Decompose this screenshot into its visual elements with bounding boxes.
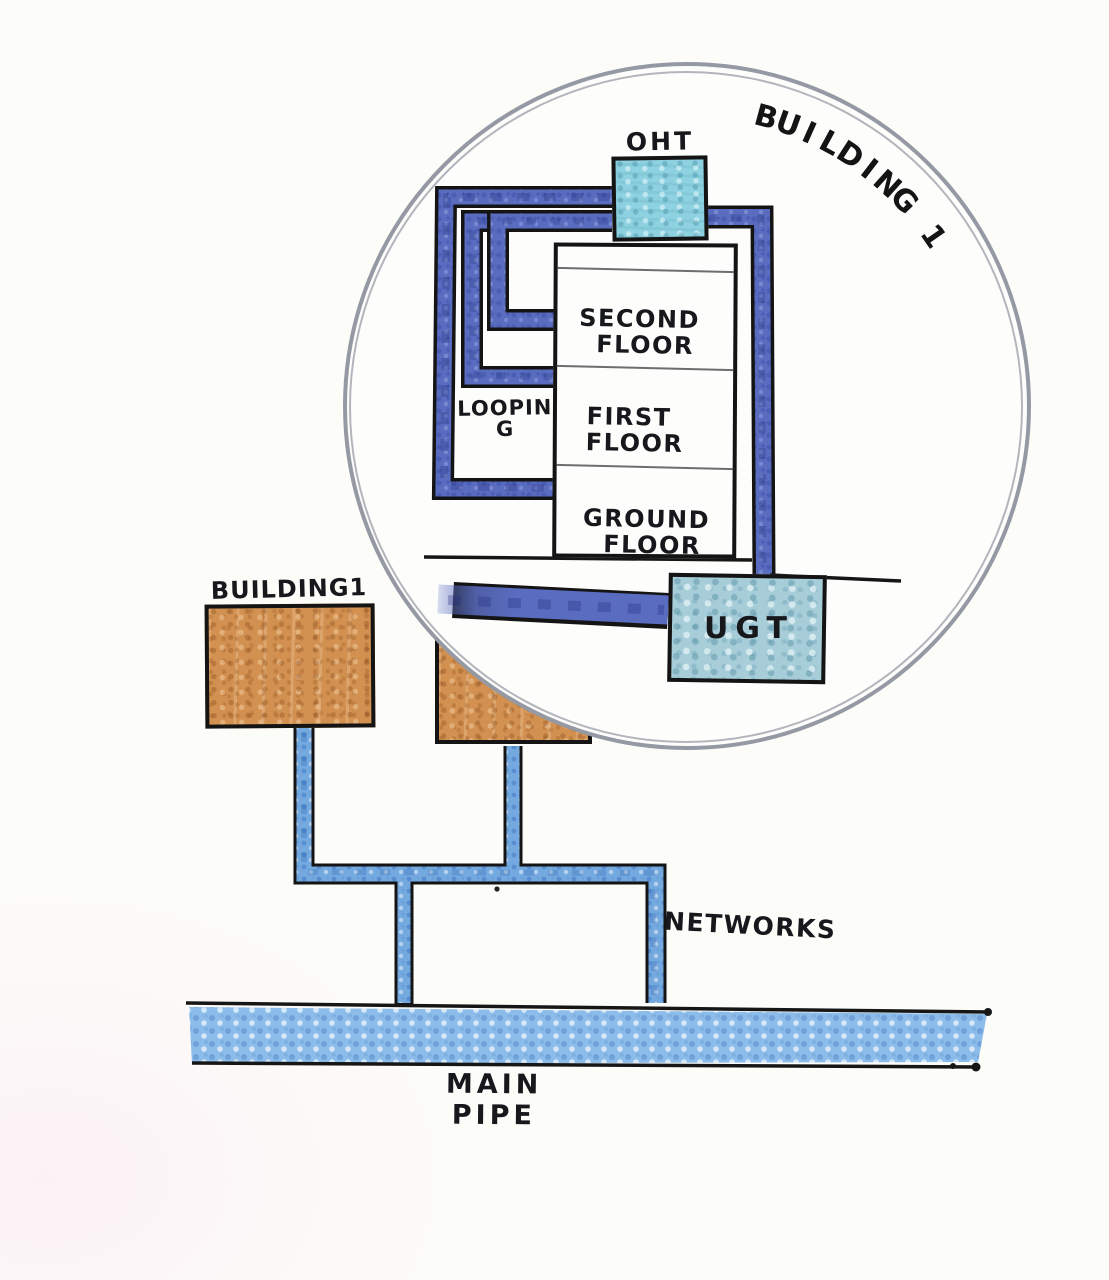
second-floor-line2: FLOOR <box>596 330 695 361</box>
first-floor-label: FIRST FLOOR <box>540 402 717 458</box>
roof-divider-line <box>556 266 735 274</box>
oht-label: OHT <box>625 126 695 157</box>
building1-box <box>204 603 376 729</box>
ground-floor-label: GROUND FLOOR <box>558 503 735 561</box>
main-pipe-band <box>189 1007 987 1064</box>
floors-building: SECOND FLOOR FIRST FLOOR GROUND FLOOR <box>551 242 738 561</box>
main-pipe <box>185 1001 992 1072</box>
oht-ugt-riser-pipe <box>701 205 776 578</box>
looping-label: LOOPIN G <box>454 395 557 442</box>
ugt-label: UGT <box>704 610 794 647</box>
first-floor-line2: FLOOR <box>585 428 684 459</box>
ground-floor-line1: GROUND <box>582 503 711 535</box>
ugt-supply-pipe <box>437 582 669 629</box>
oht-tank <box>611 155 709 242</box>
ground-floor-line2: FLOOR <box>602 530 702 561</box>
first-floor-line1: FIRST <box>586 402 672 432</box>
ground-lines <box>423 555 902 583</box>
magnifier-circle-inner-stroke <box>349 71 1023 743</box>
main-pipe-label: MAIN PIPE <box>445 1068 543 1132</box>
looping-line2: G <box>495 416 515 442</box>
first-ground-divider-line <box>555 463 734 471</box>
second-floor-label: SECOND FLOOR <box>551 304 728 361</box>
looping-pipes <box>431 186 617 500</box>
ugt-tank: UGT <box>667 572 827 685</box>
building1-label: BUILDING1 <box>210 573 368 605</box>
network-pipes <box>293 727 667 1004</box>
second-first-divider-line <box>556 364 735 372</box>
